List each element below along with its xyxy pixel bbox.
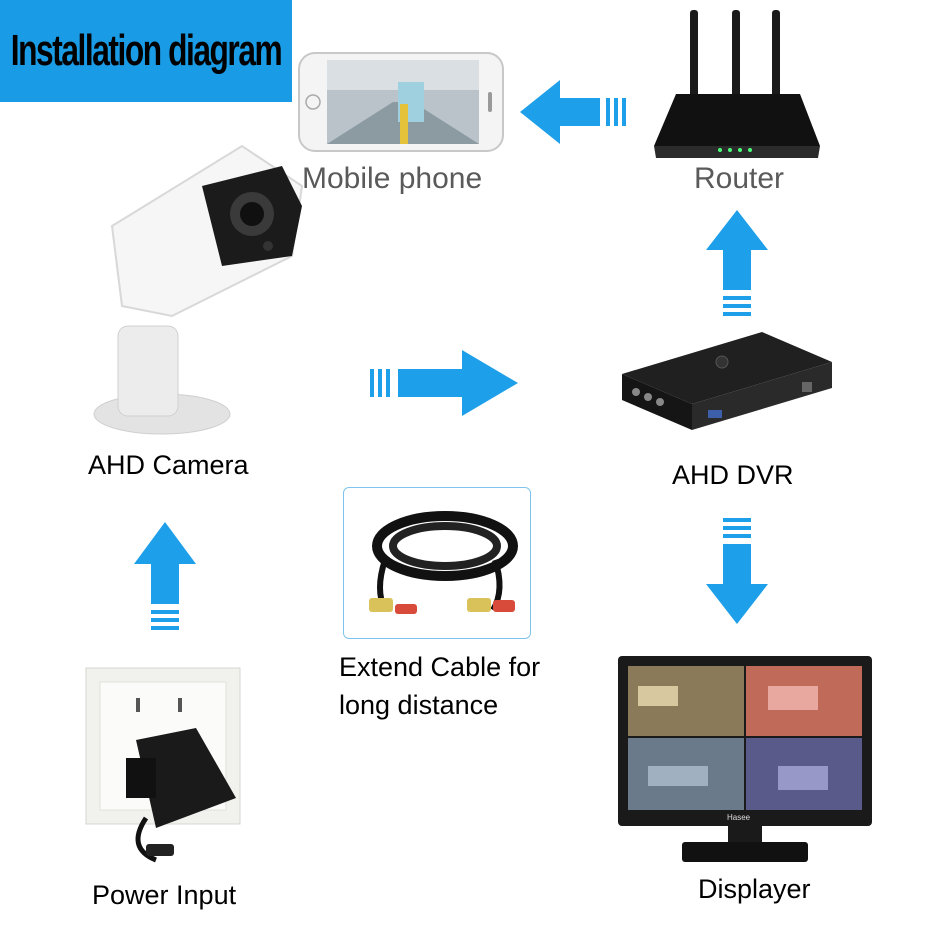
power-adapter-icon: [86, 668, 242, 864]
extend-cable-label-1: Extend Cable for: [339, 652, 540, 683]
ahd-camera-label: AHD Camera: [88, 450, 249, 481]
extend-cable-label-2: long distance: [339, 690, 498, 721]
monitor-icon: [618, 656, 872, 868]
mobile-phone-icon: [298, 52, 504, 152]
dvr-icon: [612, 322, 834, 432]
cable-icon: [355, 500, 521, 628]
arrow-up-icon: [706, 210, 768, 320]
arrow-down-icon: [706, 516, 768, 626]
mobile-phone-label: Mobile phone: [302, 162, 482, 196]
power-input-label: Power Input: [92, 880, 236, 911]
router-label: Router: [694, 162, 784, 196]
arrow-left-icon: [520, 80, 630, 144]
arrow-up-icon: [134, 522, 196, 634]
displayer-label: Displayer: [698, 874, 811, 905]
camera-icon: [92, 146, 312, 438]
diagram-title: Installation diagram: [41, 0, 251, 102]
ahd-dvr-label: AHD DVR: [672, 460, 794, 491]
arrow-right-icon: [370, 350, 518, 416]
router-icon: [650, 8, 822, 160]
monitor-brand: Hasee: [727, 813, 750, 822]
